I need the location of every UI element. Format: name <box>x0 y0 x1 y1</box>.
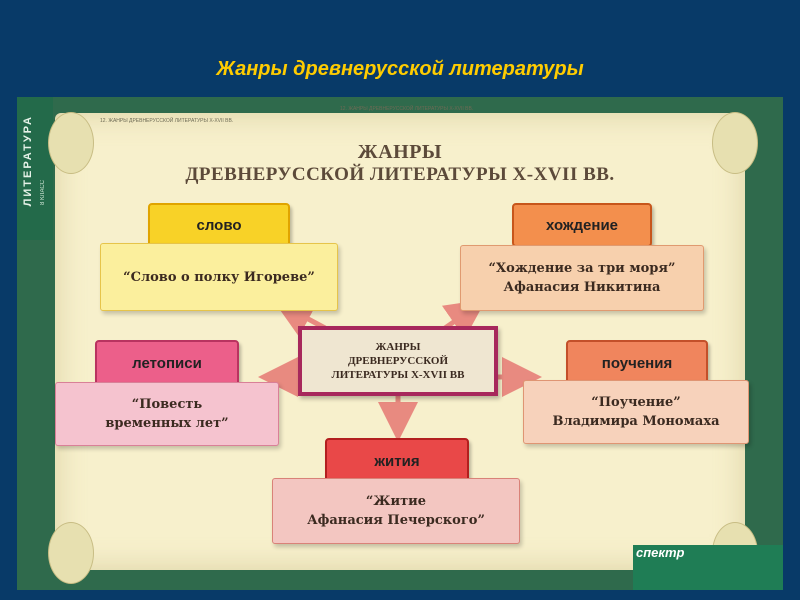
poster-heading-line-2: ДРЕВНЕРУССКОЙ ЛИТЕРАТУРЫ X-XVII ВВ. <box>185 164 615 185</box>
genre-label-slovo: слово <box>148 203 290 247</box>
genre-label-hozhdenie: хождение <box>512 203 652 247</box>
genre-label-letopisi: летописи <box>95 340 239 386</box>
slide-title: Жанры древнерусской литературы <box>216 58 584 80</box>
genre-example-poucheniya: “Поучение” Владимира Мономаха <box>523 380 749 444</box>
poster-caption-left: 12. ЖАНРЫ ДРЕВНЕРУССКОЙ ЛИТЕРАТУРЫ X-XVI… <box>100 118 234 124</box>
genre-label-zhitiya: жития <box>325 438 469 484</box>
scroll-roll-bottom-left <box>48 522 94 584</box>
genre-example-slovo: “Слово о полку Игореве” <box>100 243 338 311</box>
publisher-panel <box>633 545 783 590</box>
publisher-logo: спектр <box>636 545 685 560</box>
poster-caption-right: 12. ЖАНРЫ ДРЕВНЕРУССКОЙ ЛИТЕРАТУРЫ X-XVI… <box>340 106 474 112</box>
central-genres-box: ЖАНРЫ ДРЕВНЕРУССКОЙ ЛИТЕРАТУРЫ X-XVII ВВ <box>298 326 498 396</box>
genre-example-hozhdenie: “Хождение за три моря” Афанасия Никитина <box>460 245 704 311</box>
poster-heading-line-1: ЖАНРЫ <box>357 141 443 163</box>
subject-strip <box>17 97 53 240</box>
scroll-roll-top-right <box>712 112 758 174</box>
scroll-roll-top-left <box>48 112 94 174</box>
genre-label-poucheniya: поучения <box>566 340 708 386</box>
genre-example-zhitiya: “Житие Афанасия Печерского” <box>272 478 520 544</box>
genre-example-letopisi: “Повесть временных лет” <box>55 382 279 446</box>
